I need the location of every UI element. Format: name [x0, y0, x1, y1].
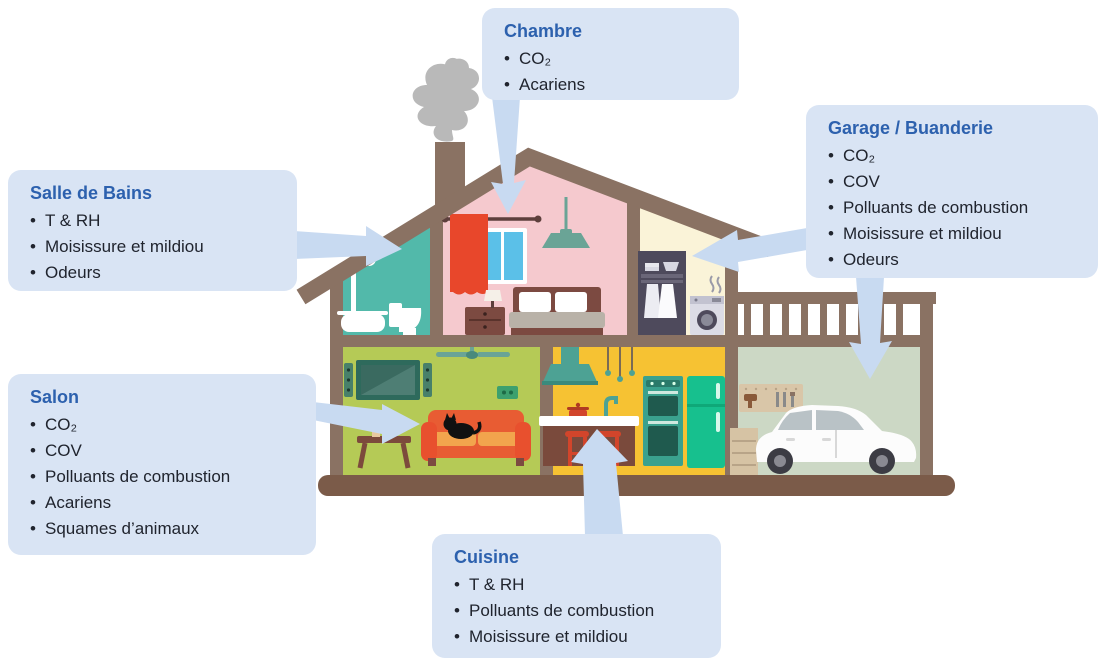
room-bathroom [343, 219, 430, 335]
table-lamp [484, 290, 502, 308]
couch [421, 410, 531, 466]
pegboard [739, 384, 803, 412]
floor-separator [330, 335, 933, 347]
callout-title: Chambre [504, 21, 583, 41]
arrow-salon [313, 402, 420, 444]
callout-title: Salon [30, 387, 80, 407]
pollutant-item: Odeurs [828, 247, 1080, 273]
pollutant-item: COV [828, 169, 1080, 195]
faucet [604, 396, 618, 416]
double-oven [643, 376, 683, 466]
pollutant-item: T & RH [30, 208, 279, 234]
cat [443, 413, 482, 439]
foundation [318, 475, 955, 496]
pollutant-list: CO₂ COV Polluants de combustion Acariens… [30, 412, 298, 542]
washing-machine [690, 275, 724, 335]
callout-title: Salle de Bains [30, 183, 153, 203]
pollutant-item: Polluants de combustion [30, 464, 298, 490]
range-hood [542, 347, 598, 385]
pollutant-item: CO₂ [30, 412, 298, 438]
pollutant-list: T & RH Polluants de combustion Moisissur… [454, 572, 703, 650]
pollutant-item: CO₂ [828, 143, 1080, 169]
ceiling-fan [436, 347, 510, 359]
nightstand [465, 307, 505, 335]
callout-garage-buanderie: Garage / Buanderie CO₂ COV Polluants de … [806, 105, 1098, 278]
bed [509, 287, 605, 335]
callout-salon: Salon CO₂ COV Polluants de combustion Ac… [8, 374, 316, 555]
callout-salle-de-bains: Salle de Bains T & RH Moisissure et mild… [8, 170, 297, 291]
pollutant-item: CO₂ [504, 46, 721, 72]
bathtub [337, 311, 388, 332]
arrow-garage-laundry [692, 228, 807, 272]
smoke-icon [412, 57, 480, 142]
speakers [344, 363, 432, 397]
pollutant-list: T & RH Moisissure et mildiou Odeurs [30, 208, 279, 286]
toilet [389, 303, 422, 335]
wall-bath-bedroom [430, 211, 443, 335]
pollutant-item: Moisissure et mildiou [828, 221, 1080, 247]
pollutant-item: Odeurs [30, 260, 279, 286]
pollutant-list: CO₂ Acariens [504, 46, 721, 98]
curtain [450, 214, 488, 295]
ceiling-lamp [542, 197, 590, 248]
callout-cuisine: Cuisine T & RH Polluants de combustion M… [432, 534, 721, 658]
right-wall [920, 292, 933, 475]
pollutant-item: Acariens [30, 490, 298, 516]
arrow-cuisine [571, 429, 628, 536]
pollutant-item: Polluants de combustion [454, 598, 703, 624]
left-wall [330, 269, 343, 475]
pollutant-item: Acariens [504, 72, 721, 98]
pollutant-item: T & RH [454, 572, 703, 598]
pollutant-item: Moisissure et mildiou [454, 624, 703, 650]
pollutant-item: Moisissure et mildiou [30, 234, 279, 260]
pendant-lights [605, 347, 635, 382]
arrow-garage-down [849, 277, 892, 379]
pollutant-list: CO₂ COV Polluants de combustion Moisissu… [828, 143, 1080, 273]
tv [356, 360, 420, 400]
refrigerator [687, 376, 725, 468]
balcony-railing [730, 292, 936, 335]
tool-cabinet [730, 428, 758, 475]
wardrobe [638, 251, 686, 335]
car [756, 405, 917, 474]
wall-bedroom-laundry [627, 198, 640, 335]
pollutant-item: COV [30, 438, 298, 464]
arrow-chambre [491, 97, 526, 214]
pollutant-item: Polluants de combustion [828, 195, 1080, 221]
callout-title: Cuisine [454, 547, 520, 567]
arrow-salle-de-bains [294, 226, 402, 266]
window [477, 228, 527, 284]
callout-title: Garage / Buanderie [828, 118, 994, 138]
pollutant-item: Squames d’animaux [30, 516, 298, 542]
wall-thermostat [497, 386, 518, 399]
callout-chambre: Chambre CO₂ Acariens [482, 8, 739, 100]
